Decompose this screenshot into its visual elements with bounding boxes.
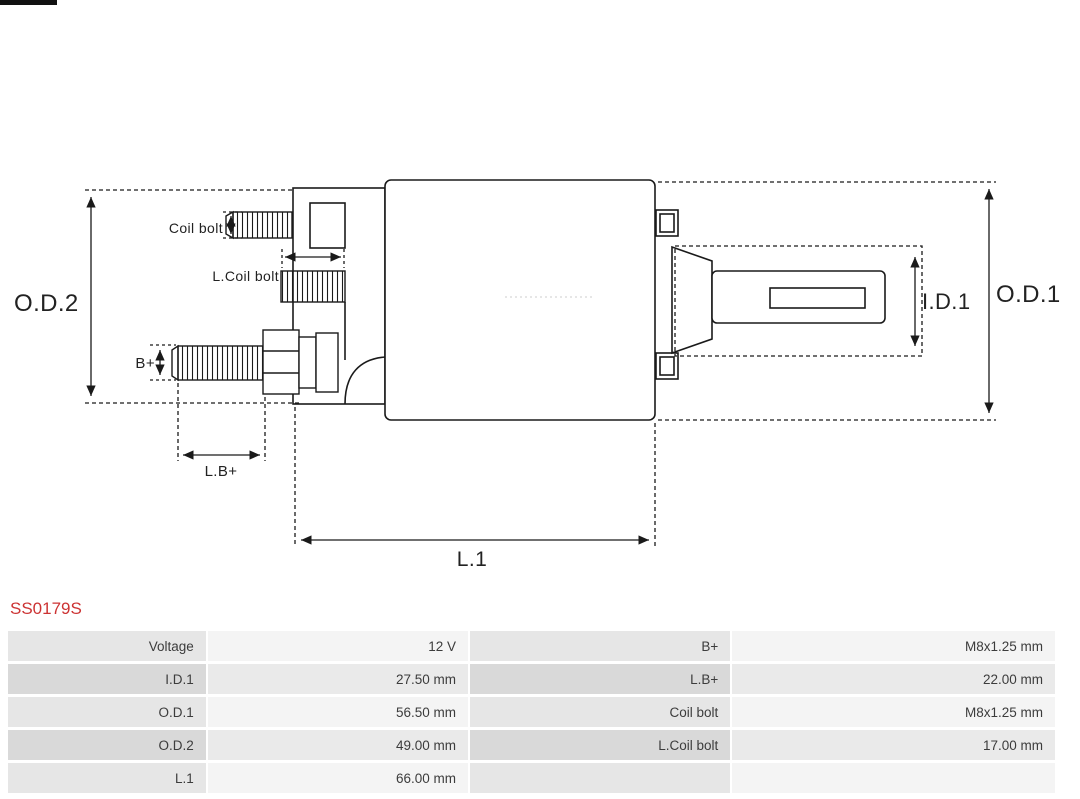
spec-value: 12 V [207, 631, 469, 661]
dim-id1 [674, 245, 923, 357]
drawing-svg: O.D.2 O.D.1 I.D.1 Coil bolt L.Coil bolt … [14, 179, 1061, 571]
spec-value: 17.00 mm [732, 730, 1055, 760]
label-id1: I.D.1 [922, 289, 970, 314]
dimension-lines [85, 181, 996, 547]
logo-placeholder [0, 0, 57, 5]
dim-b-plus [150, 344, 176, 381]
table-row: O.D.2 49.00 mm L.Coil bolt 17.00 mm [8, 730, 1055, 760]
dim-od1 [658, 181, 996, 421]
product-code: SS0179S [10, 599, 82, 618]
spec-label: I.D.1 [8, 664, 206, 694]
dim-l1 [294, 407, 656, 547]
dim-od2 [85, 189, 302, 404]
spec-label: L.1 [8, 763, 206, 793]
spec-label: Voltage [8, 631, 206, 661]
spec-value: M8x1.25 mm [732, 631, 1055, 661]
solenoid-cylinder [384, 179, 656, 421]
spec-value: 49.00 mm [207, 730, 469, 760]
spec-value: M8x1.25 mm [732, 697, 1055, 727]
label-b-plus: B+ [135, 355, 155, 372]
spacer [315, 332, 339, 393]
spec-label: L.Coil bolt [470, 730, 731, 760]
table-row: I.D.1 27.50 mm L.B+ 22.00 mm [8, 664, 1055, 694]
spec-label [470, 763, 731, 793]
solenoid-body [292, 179, 886, 421]
terminal-stud-bottom [655, 352, 679, 380]
dim-l-coil-bolt [281, 249, 345, 268]
label-coil-bolt: Coil bolt [169, 220, 223, 236]
spec-value: 22.00 mm [732, 664, 1055, 694]
spec-label: O.D.2 [8, 730, 206, 760]
spec-value: 56.50 mm [207, 697, 469, 727]
hex-nut [262, 329, 300, 395]
washer [298, 336, 317, 389]
dim-coil-bolt [223, 211, 242, 239]
label-od1: O.D.1 [996, 281, 1061, 308]
table-row: Voltage 12 V B+ M8x1.25 mm [8, 631, 1055, 661]
spec-value [732, 763, 1055, 793]
spec-value: 66.00 mm [207, 763, 469, 793]
table-row: O.D.1 56.50 mm Coil bolt M8x1.25 mm [8, 697, 1055, 727]
b-plus-terminal [171, 329, 339, 395]
spec-label: Coil bolt [470, 697, 731, 727]
dim-l-b-plus [177, 383, 266, 461]
coil-bolt-terminal [225, 210, 293, 240]
plunger [671, 245, 886, 355]
threaded-terminals [171, 210, 346, 395]
label-l-b-plus: L.B+ [205, 463, 238, 480]
table-row: L.1 66.00 mm [8, 763, 1055, 793]
label-l1: L.1 [457, 548, 487, 571]
solenoid-technical-drawing: O.D.2 O.D.1 I.D.1 Coil bolt L.Coil bolt … [14, 179, 1061, 571]
spec-label: L.B+ [470, 664, 731, 694]
spec-table: Voltage 12 V B+ M8x1.25 mm I.D.1 27.50 m… [6, 628, 1057, 796]
spec-label: O.D.1 [8, 697, 206, 727]
l-coil-bolt-thread [280, 270, 346, 303]
spec-label: B+ [470, 631, 731, 661]
terminal-stud-top [655, 209, 679, 237]
spec-value: 27.50 mm [207, 664, 469, 694]
label-l-coil-bolt: L.Coil bolt [212, 268, 279, 284]
label-od2: O.D.2 [14, 290, 79, 317]
